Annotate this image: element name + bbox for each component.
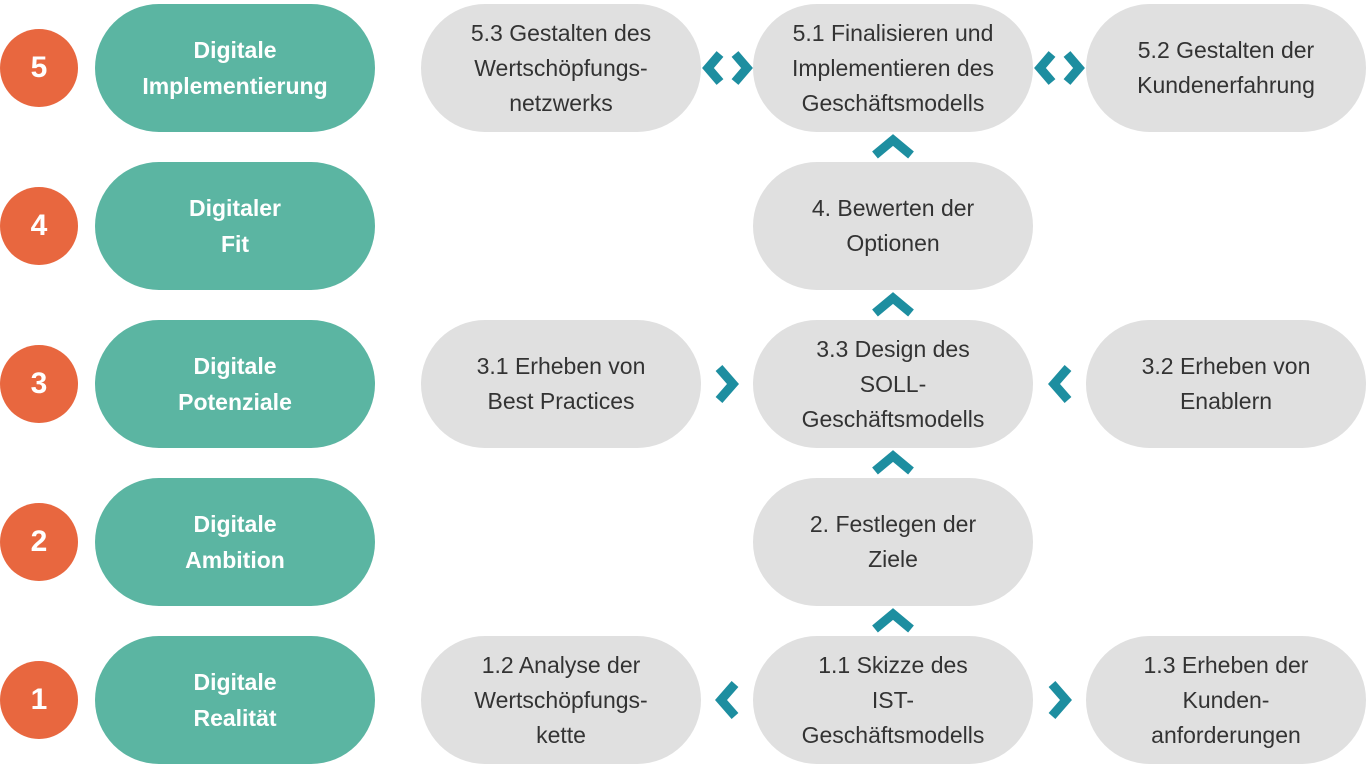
chevron-up-icon — [872, 292, 914, 317]
step-5-1: 5.1 Finalisieren und Implementieren des … — [753, 4, 1033, 132]
phase-2-pill: Digitale Ambition — [95, 478, 375, 606]
step-1-2: 1.2 Analyse der Wertschöpfungs- kette — [421, 636, 701, 764]
chevron-right-icon — [1063, 51, 1085, 85]
phase-5-pill: Digitale Implementierung — [95, 4, 375, 132]
step-5-3: 5.3 Gestalten des Wertschöpfungs- netzwe… — [421, 4, 701, 132]
phase-1-badge: 1 — [0, 661, 78, 739]
chevron-up-icon — [872, 134, 914, 159]
chevron-right-icon — [715, 365, 739, 403]
chevron-up-icon — [872, 608, 914, 633]
chevron-right-icon — [1048, 681, 1072, 719]
phase-5-badge: 5 — [0, 29, 78, 107]
phase-3-pill: Digitale Potenziale — [95, 320, 375, 448]
step-1-3: 1.3 Erheben der Kunden- anforderungen — [1086, 636, 1366, 764]
step-4: 4. Bewerten der Optionen — [753, 162, 1033, 290]
phase-2-badge: 2 — [0, 503, 78, 581]
chevron-left-icon — [702, 51, 724, 85]
step-2: 2. Festlegen der Ziele — [753, 478, 1033, 606]
chevron-left-icon — [1034, 51, 1056, 85]
chevron-right-icon — [731, 51, 753, 85]
chevron-left-icon — [1048, 365, 1072, 403]
phase-4-pill: Digitaler Fit — [95, 162, 375, 290]
step-3-2: 3.2 Erheben von Enablern — [1086, 320, 1366, 448]
step-1-1: 1.1 Skizze des IST- Geschäftsmodells — [753, 636, 1033, 764]
chevron-up-icon — [872, 450, 914, 475]
step-3-1: 3.1 Erheben von Best Practices — [421, 320, 701, 448]
chevron-left-icon — [715, 681, 739, 719]
phase-3-badge: 3 — [0, 345, 78, 423]
step-3-3: 3.3 Design des SOLL- Geschäftsmodells — [753, 320, 1033, 448]
phase-4-badge: 4 — [0, 187, 78, 265]
phase-1-pill: Digitale Realität — [95, 636, 375, 764]
step-5-2: 5.2 Gestalten der Kundenerfahrung — [1086, 4, 1366, 132]
